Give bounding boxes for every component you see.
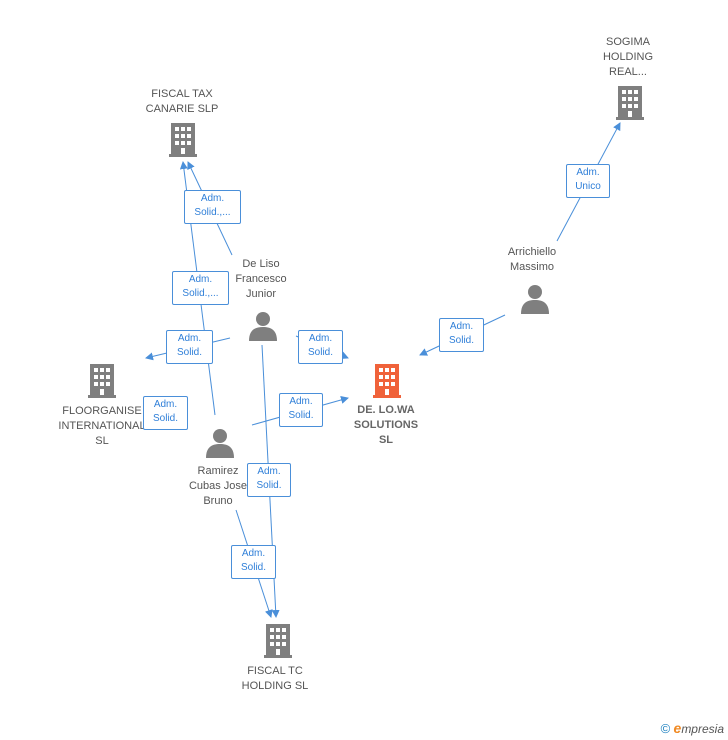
edge-label-adm: Adm. Solid. <box>279 393 323 427</box>
fiscal-tax-building-icon[interactable] <box>169 123 197 157</box>
edge-label-adm: Adm. Solid.,... <box>184 190 241 224</box>
fiscal-tax-label[interactable]: FISCAL TAX CANARIE SLP <box>145 88 219 115</box>
edge-label-adm: Adm. Solid. <box>231 545 276 579</box>
sogima-label[interactable]: SOGIMA HOLDING REAL... <box>602 36 654 78</box>
fiscal-tc-label[interactable]: FISCAL TC HOLDING SL <box>241 665 309 692</box>
edge-label-adm: Adm. Solid.,... <box>172 271 229 305</box>
footer-brand: © empresia <box>661 720 724 736</box>
brand-logo[interactable]: empresia <box>673 720 724 736</box>
edge-label-adm: Adm. Unico <box>566 164 610 198</box>
arrichiello-person-icon[interactable] <box>521 285 549 314</box>
edge-label-adm: Adm. Solid. <box>439 318 484 352</box>
edge-label-adm: Adm. Solid. <box>247 463 291 497</box>
copyright-icon: © <box>660 721 671 736</box>
ramirez-label[interactable]: Ramirez Cubas Jose Bruno <box>188 465 248 507</box>
delowa-building-icon[interactable] <box>373 364 401 398</box>
delowa-label[interactable]: DE. LO.WA SOLUTIONS SL <box>353 404 419 446</box>
de-liso-label[interactable]: De Liso Francesco Junior <box>235 258 287 300</box>
sogima-building-icon[interactable] <box>616 86 644 120</box>
edge-label-adm: Adm. Solid. <box>298 330 343 364</box>
floorganise-building-icon[interactable] <box>88 364 116 398</box>
edge-label-adm: Adm. Solid. <box>143 396 188 430</box>
ramirez-person-icon[interactable] <box>206 429 234 458</box>
arrichiello-label[interactable]: Arrichiello Massimo <box>507 246 557 273</box>
fiscal-tc-building-icon[interactable] <box>264 624 292 658</box>
de-liso-person-icon[interactable] <box>249 312 277 341</box>
edge-label-adm: Adm. Solid. <box>166 330 213 364</box>
floorganise-label[interactable]: FLOORGANISE INTERNATIONAL SL <box>58 405 146 447</box>
